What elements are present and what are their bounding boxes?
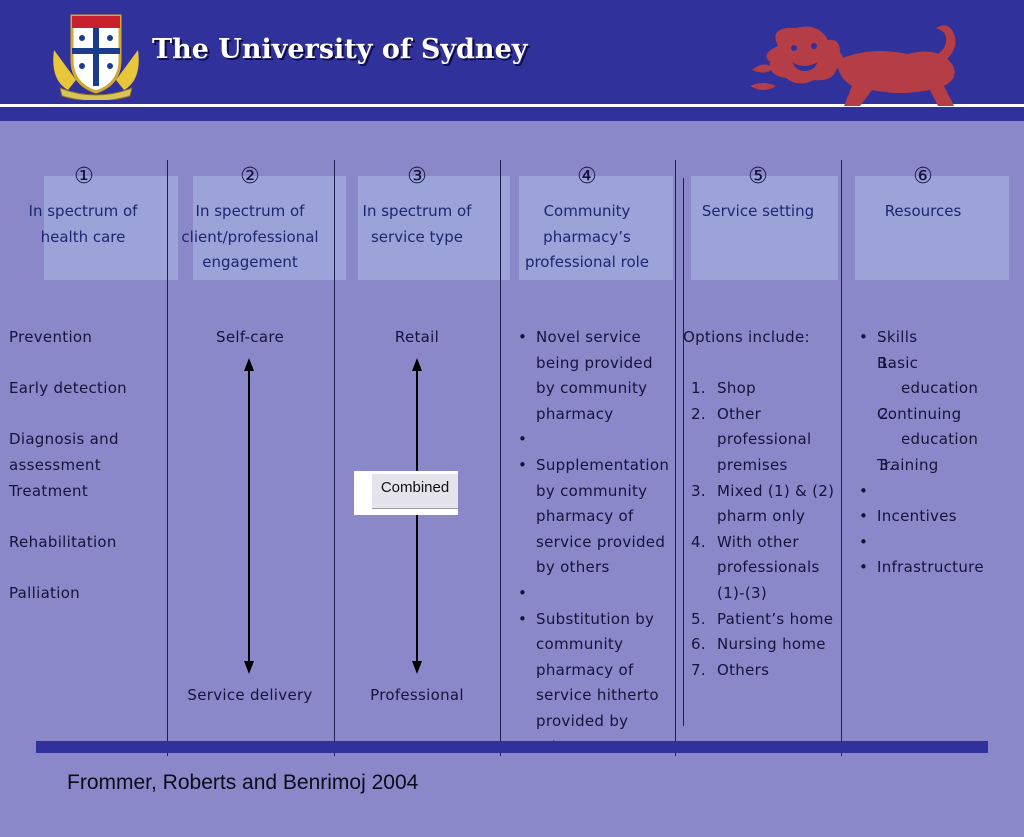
list-item: Diagnosis and assessment <box>9 430 119 474</box>
retail-label: Retail <box>394 328 440 346</box>
health-care-spectrum-list: Prevention Early detection Diagnosis and… <box>9 325 164 632</box>
column-number-2: ② <box>240 164 260 189</box>
heading-box-4 <box>519 176 673 280</box>
professional-label: Professional <box>370 686 464 704</box>
column-divider <box>167 160 168 756</box>
list-item: Rehabilitation <box>9 532 117 551</box>
column-number-3: ③ <box>407 164 427 189</box>
list-spacer <box>857 530 1017 556</box>
list-spacer <box>683 351 839 377</box>
list-spacer <box>516 581 674 607</box>
heading-box-1 <box>44 176 178 280</box>
list-item: Palliation <box>9 583 80 602</box>
column-divider <box>334 160 335 756</box>
lion-emblem-icon <box>750 25 956 106</box>
list-item: 7.Others <box>691 660 770 679</box>
column-divider <box>675 160 676 756</box>
bottom-band <box>36 741 988 753</box>
list-spacer <box>857 479 1017 505</box>
citation: Frommer, Roberts and Benrimoj 2004 <box>67 771 419 794</box>
column-heading-6: Resources <box>884 202 962 220</box>
list-item: Prevention <box>9 328 93 346</box>
list-item: 1.Shop <box>691 379 756 398</box>
list-item: Treatment <box>9 481 89 500</box>
heading-box-3 <box>358 176 510 280</box>
list-item: Incentives <box>857 504 1017 530</box>
column-number-4: ④ <box>577 164 597 189</box>
list-item: 3.Mixed (1) & (2)pharm only <box>691 481 835 526</box>
header-rule <box>0 104 1024 107</box>
combined-label: Combined <box>372 474 458 509</box>
university-title: The University of Sydney <box>152 34 528 65</box>
heading-box-6 <box>855 176 1009 280</box>
list-item: Early detection <box>9 379 127 398</box>
column-divider <box>683 178 684 726</box>
double-arrow-icon <box>412 358 422 674</box>
column-number-1: ① <box>74 164 94 189</box>
column-heading-5: Service setting <box>701 202 815 220</box>
heading-box-2 <box>193 176 346 280</box>
column-divider <box>841 160 842 756</box>
list-item: 3.Training <box>877 455 939 474</box>
list-item: 5.Patient’s home <box>691 609 834 628</box>
heading-box-5 <box>691 176 838 280</box>
list-spacer <box>516 427 674 453</box>
university-crest-icon <box>53 14 139 100</box>
column-number-6: ⑥ <box>913 164 933 189</box>
list-item: 6.Nursing home <box>691 635 826 654</box>
options-intro: Options include: <box>683 328 810 346</box>
list-item: Infrastructure <box>857 555 1017 581</box>
column-divider <box>500 160 501 756</box>
column-number-5: ⑤ <box>748 164 768 189</box>
service-delivery-label: Service delivery <box>187 686 313 704</box>
header-band <box>0 107 1024 121</box>
double-arrow-icon <box>244 358 254 674</box>
self-care-label: Self-care <box>216 328 284 346</box>
